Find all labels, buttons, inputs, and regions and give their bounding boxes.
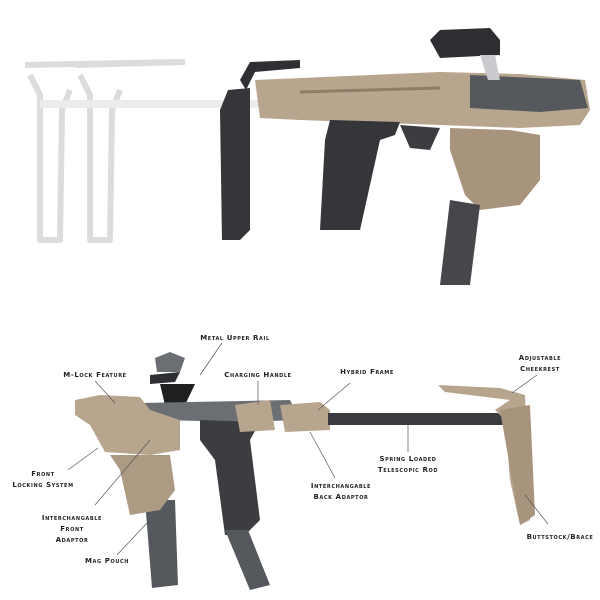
leader-lines <box>67 342 549 556</box>
label-metal-upper-rail: Metal Upper Rail <box>200 334 270 342</box>
carbine-kit-bottom <box>75 352 535 590</box>
label-buttstock-brace: Buttstock/Brace <box>526 533 594 541</box>
label-charging-handle: Charging Handle <box>224 371 292 379</box>
carbine-kit-top <box>220 28 590 285</box>
label-m-lock-feature: M-Lock Feature <box>63 371 127 379</box>
telescopic-rod <box>328 413 513 425</box>
label-mag-pouch: Mag Pouch <box>84 557 130 565</box>
ghost-stock-extended <box>24 59 270 243</box>
label-hybrid-frame: Hybrid Frame <box>340 368 394 376</box>
